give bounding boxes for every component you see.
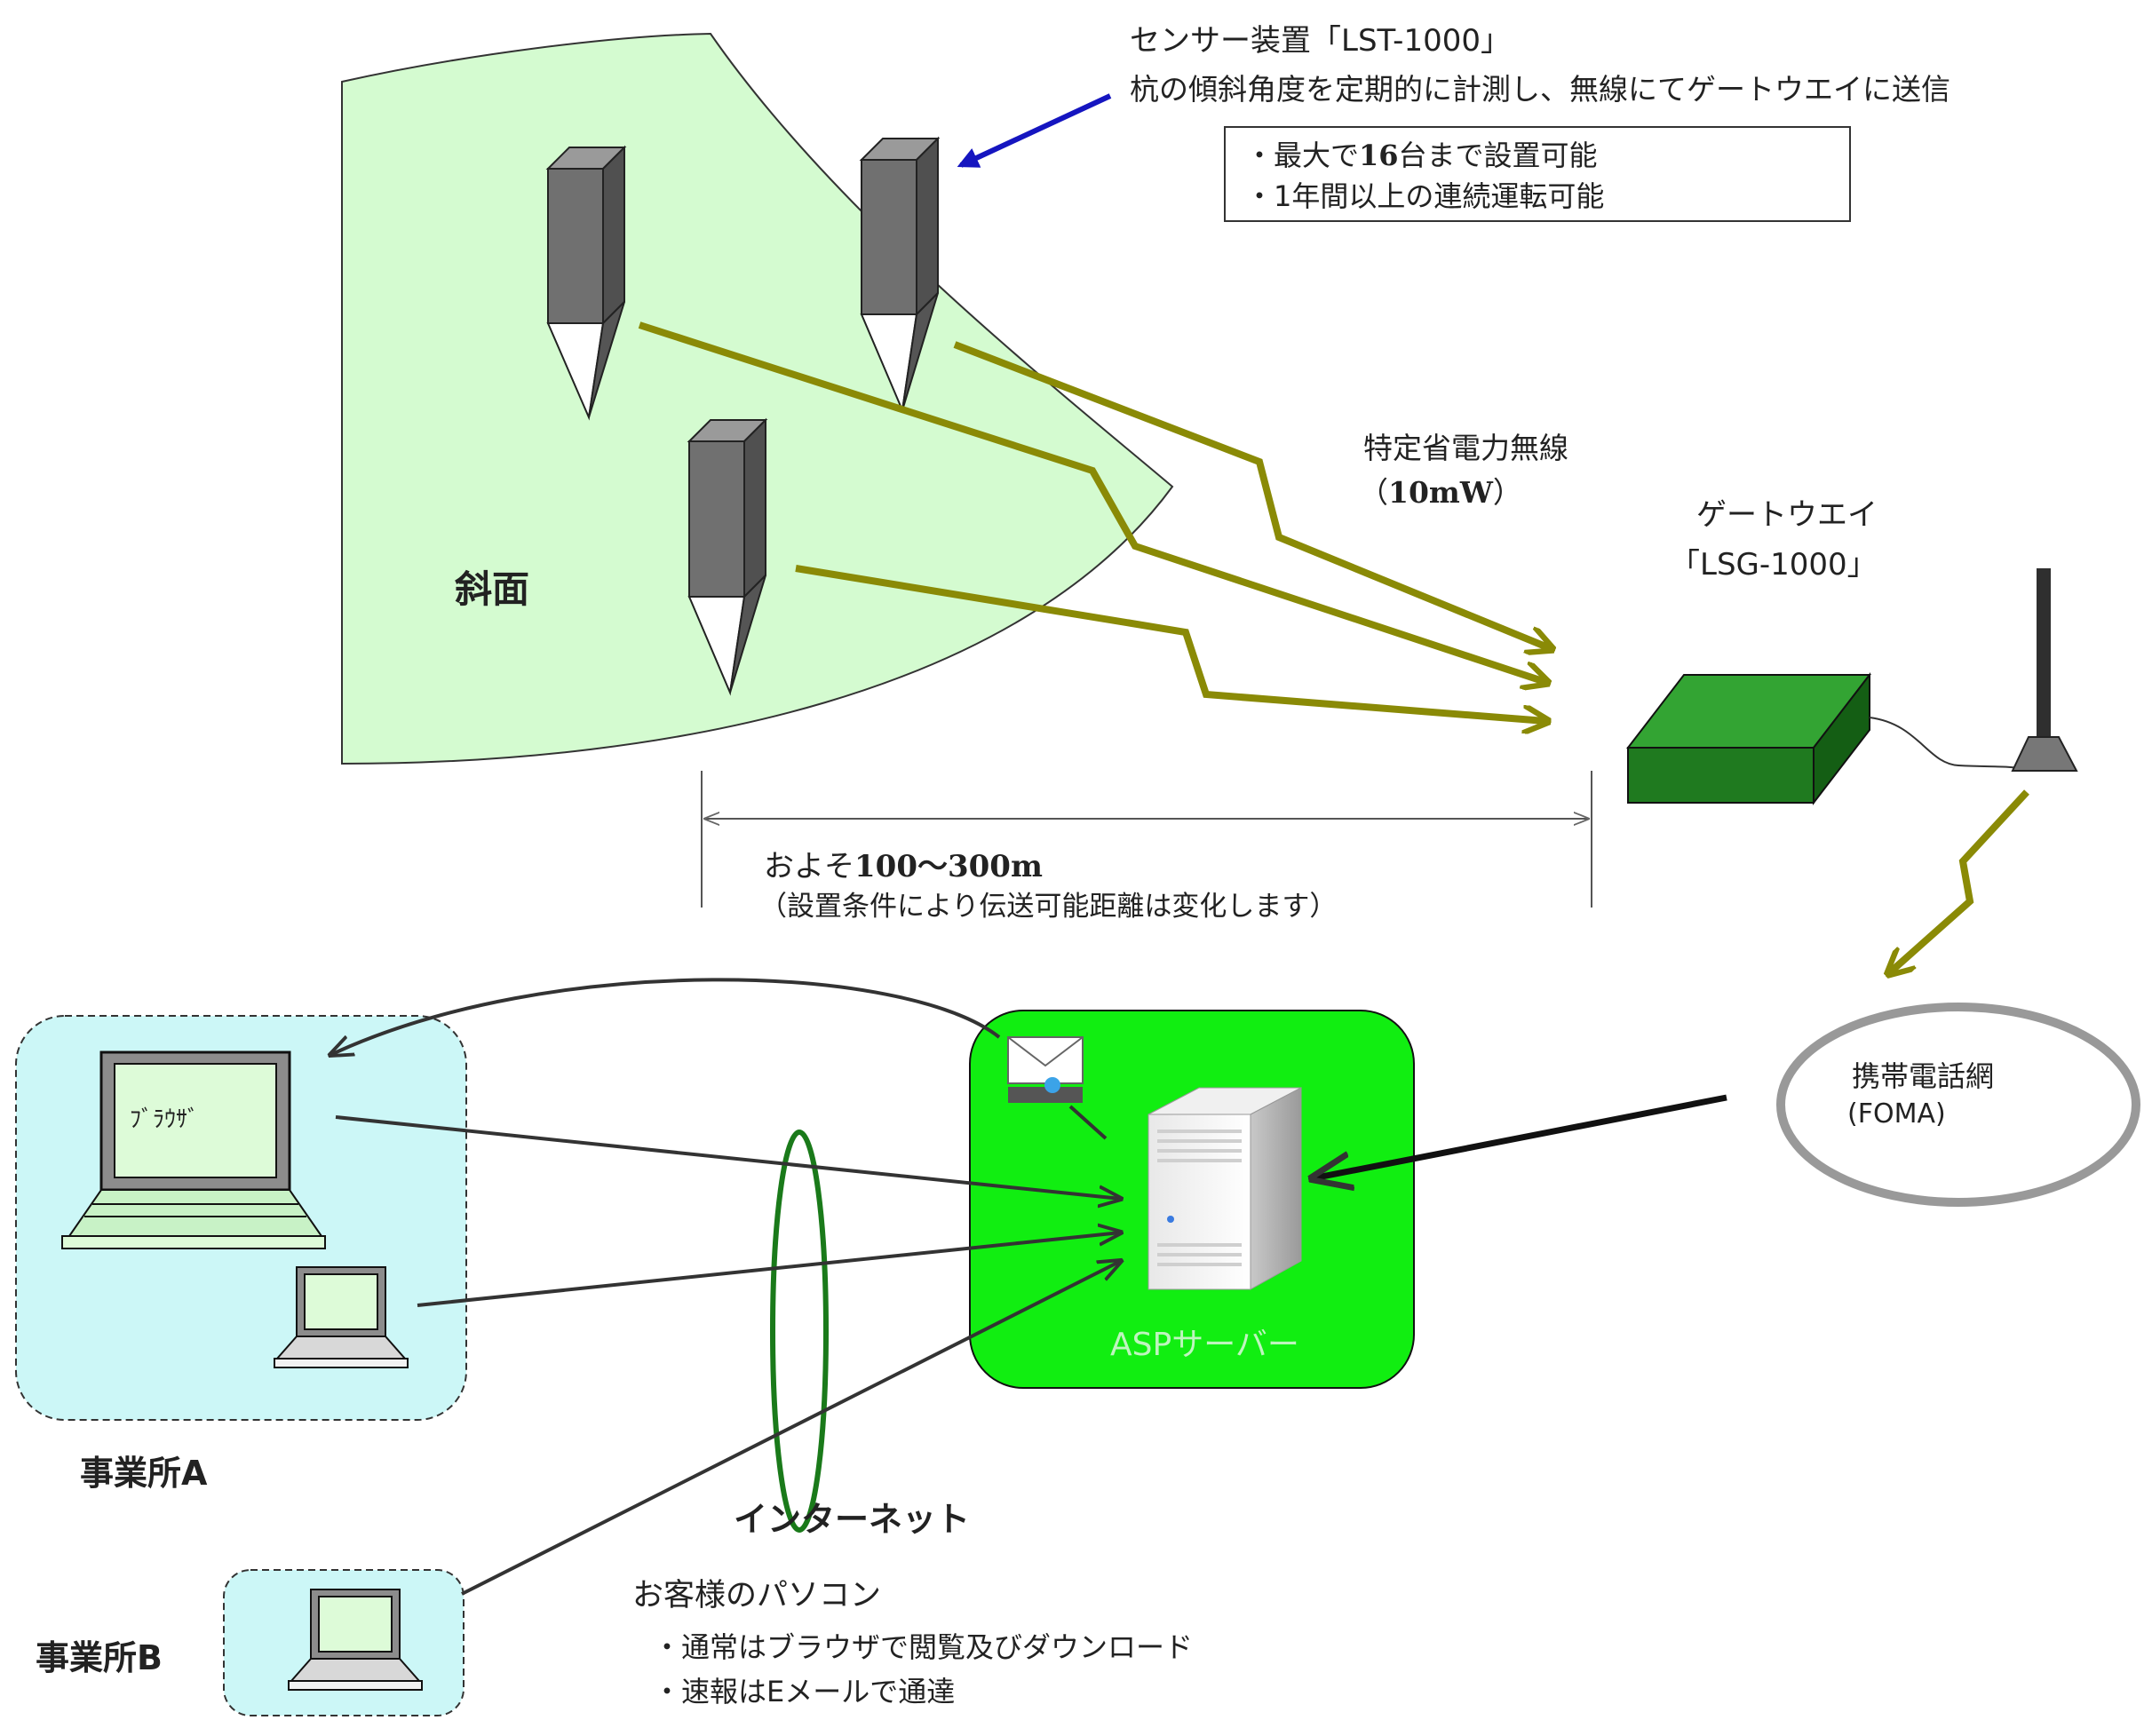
radio-power: （10mW）	[1359, 475, 1522, 510]
link-email-server	[1068, 1105, 1108, 1140]
email-notify-arrow	[330, 978, 1001, 1055]
sensor-stake-1	[545, 145, 627, 421]
link-network-server	[1313, 1094, 1727, 1178]
gateway-model: 「LSG-1000」	[1670, 547, 1878, 583]
radio-link-1	[638, 321, 1545, 682]
mobile-network-sub: (FOMA)	[1847, 1098, 1946, 1130]
link-laptop-b-server	[461, 1261, 1121, 1596]
internet-label: インターネット	[734, 1500, 971, 1539]
slope-area	[341, 32, 1174, 765]
gateway-cable	[1869, 717, 2024, 770]
radio-link-3	[795, 565, 1545, 721]
sensor-stake-2	[859, 136, 941, 414]
sensor-spec-box: ・最大で16台まで設置可能 ・1年間以上の連続運転可能	[1224, 126, 1851, 222]
server-icon	[1147, 1087, 1302, 1290]
sensor-pointer-arrow	[957, 93, 1112, 168]
sensor-stake-3	[687, 417, 768, 696]
customer-line-2: ・速報はEメールで通達	[653, 1675, 956, 1708]
sensor-title: センサー装置「LST-1000」	[1130, 23, 1511, 59]
radio-link-2	[953, 341, 1550, 648]
sensor-description: 杭の傾斜角度を定期的に計測し、無線にてゲートウエイに送信	[1130, 72, 1950, 107]
customer-line-1: ・通常はブラウザで閲覧及びダウンロード	[653, 1630, 1194, 1664]
spec-count: 16	[1359, 139, 1399, 172]
internet-ring	[770, 1130, 829, 1533]
server-label: ASPサーバー	[1110, 1327, 1299, 1363]
link-laptop-large-server	[335, 1115, 1121, 1199]
link-laptop-a-server	[417, 1233, 1121, 1307]
mobile-network-name: 携帯電話網	[1852, 1059, 1995, 1093]
slope-label: 斜面	[455, 567, 530, 611]
distance-range: およそ100～300m	[764, 849, 1043, 884]
spec-line-1: ・最大で16台まで設置可能	[1245, 139, 1598, 172]
spec-line-2: ・1年間以上の連続運転可能	[1245, 179, 1605, 213]
distance-marker	[701, 771, 1592, 908]
email-icon	[1007, 1036, 1084, 1103]
laptop-large	[61, 1050, 326, 1249]
laptop-small-b	[288, 1589, 423, 1691]
customer-title: お客様のパソコン	[632, 1578, 882, 1613]
gateway-name: ゲートウエイ	[1696, 497, 1878, 533]
laptop-small-a	[274, 1266, 409, 1368]
distance-note: （設置条件により伝送可能距離は変化します）	[759, 891, 1338, 923]
gateway-device	[1625, 672, 1872, 805]
office-a-label: 事業所A	[80, 1454, 208, 1493]
office-b-label: 事業所B	[36, 1638, 163, 1677]
cellular-link	[1890, 789, 2029, 972]
antenna	[2011, 568, 2078, 772]
radio-label: 特定省電力無線	[1363, 431, 1568, 465]
browser-label: ﾌﾞﾗｳｻﾞ	[130, 1106, 200, 1133]
mobile-network-ring	[1776, 1003, 2140, 1207]
